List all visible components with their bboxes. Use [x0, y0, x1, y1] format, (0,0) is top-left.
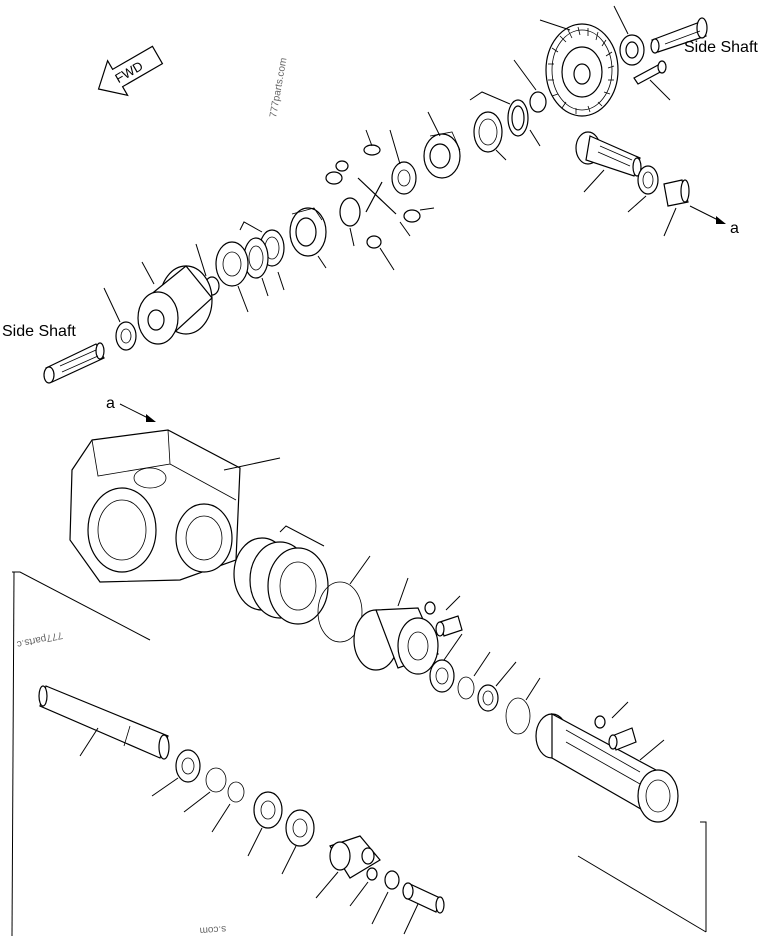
shim-stack-part: [233, 537, 329, 625]
tube-bolt-part: [608, 727, 637, 751]
side-shaft-top-part: [650, 17, 708, 54]
bearing-cage-part: [353, 607, 439, 675]
left-side-bearing-part: [115, 321, 137, 351]
watermark-top: 777parts.com: [268, 57, 289, 119]
diff-bearing-right-part: [473, 99, 529, 153]
side-gear-right-part: [391, 161, 417, 195]
snap-ring-bottom-2-part: [227, 781, 245, 803]
washer-bottom-part: [384, 870, 400, 890]
coupling-part: [329, 835, 381, 879]
drive-bearing-part: [175, 749, 201, 783]
side-shaft-left-label: Side Shaft: [2, 323, 76, 340]
side-shaft-left-part: [43, 342, 105, 384]
tube-washer-part: [594, 715, 606, 729]
output-tube-part: [535, 712, 679, 823]
arrow-a-right-head: [716, 216, 726, 224]
watermark-bottom: s.com: [199, 923, 226, 936]
spacer-part: [253, 791, 283, 829]
diff-case-right-part: [423, 131, 461, 179]
o-ring-2-part: [505, 697, 531, 735]
ring-gear-part: [545, 23, 619, 117]
oil-seal-part: [477, 684, 499, 712]
pinion-bearing-part: [637, 165, 659, 195]
cage-bearing-part: [429, 659, 455, 693]
snap-ring-bottom-1-part: [205, 767, 227, 793]
bolt-bottom-part: [402, 882, 445, 914]
pinion-cup-part: [663, 179, 690, 207]
cage-washer-part: [424, 601, 436, 615]
carrier-housing-part: [137, 265, 213, 345]
fwd-arrow-icon: FWD: [97, 45, 164, 97]
snap-ring-mid-part: [457, 676, 475, 700]
cage-bolt-part: [435, 615, 463, 637]
diff-bearing-left-part: [243, 229, 285, 279]
leader-right: [700, 821, 707, 932]
side-shaft-top-label: Side Shaft: [684, 39, 758, 56]
spider-assembly-part: [325, 144, 421, 249]
leader-left: [12, 571, 151, 641]
drive-shaft-part: [38, 685, 170, 760]
pinion-shaft-part: [575, 131, 642, 177]
adjusting-nut-part: [215, 241, 249, 287]
arrow-a-right-label: a: [730, 220, 739, 237]
diff-case-left-part: [289, 207, 327, 257]
o-ring-bottom-part: [366, 867, 378, 881]
top-bearing-part: [619, 34, 645, 66]
shim-part: [529, 91, 547, 113]
watermark-middle: 777parts.c: [16, 629, 64, 649]
arrow-a-housing-label: a: [106, 395, 115, 412]
ring-gear-bolt-part: [633, 60, 667, 85]
arrow-a-housing-head: [146, 414, 156, 422]
dust-seal-part: [285, 809, 315, 847]
o-ring-part: [317, 581, 363, 643]
axle-housing-part: [69, 429, 241, 583]
